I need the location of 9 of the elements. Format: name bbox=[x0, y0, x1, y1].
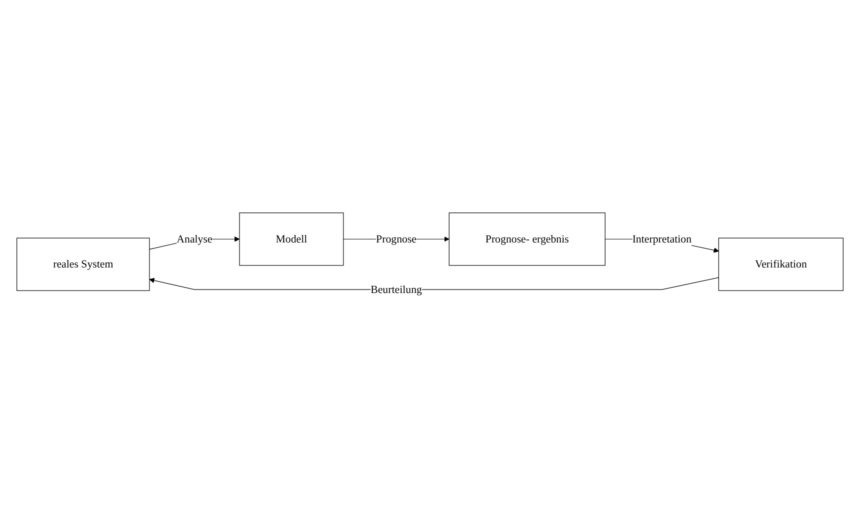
edge-label: Interpretation bbox=[632, 232, 692, 246]
edge-label: Beurteilung bbox=[370, 283, 422, 296]
edge-label: Analyse bbox=[176, 232, 212, 246]
node-box: reales System bbox=[16, 238, 150, 292]
arrow bbox=[149, 277, 719, 290]
edge-label: Prognose bbox=[376, 232, 417, 246]
node-box: Modell bbox=[239, 212, 344, 266]
node-box: Prognose- ergebnis bbox=[448, 212, 606, 266]
node-box: Verifikation bbox=[718, 238, 844, 292]
